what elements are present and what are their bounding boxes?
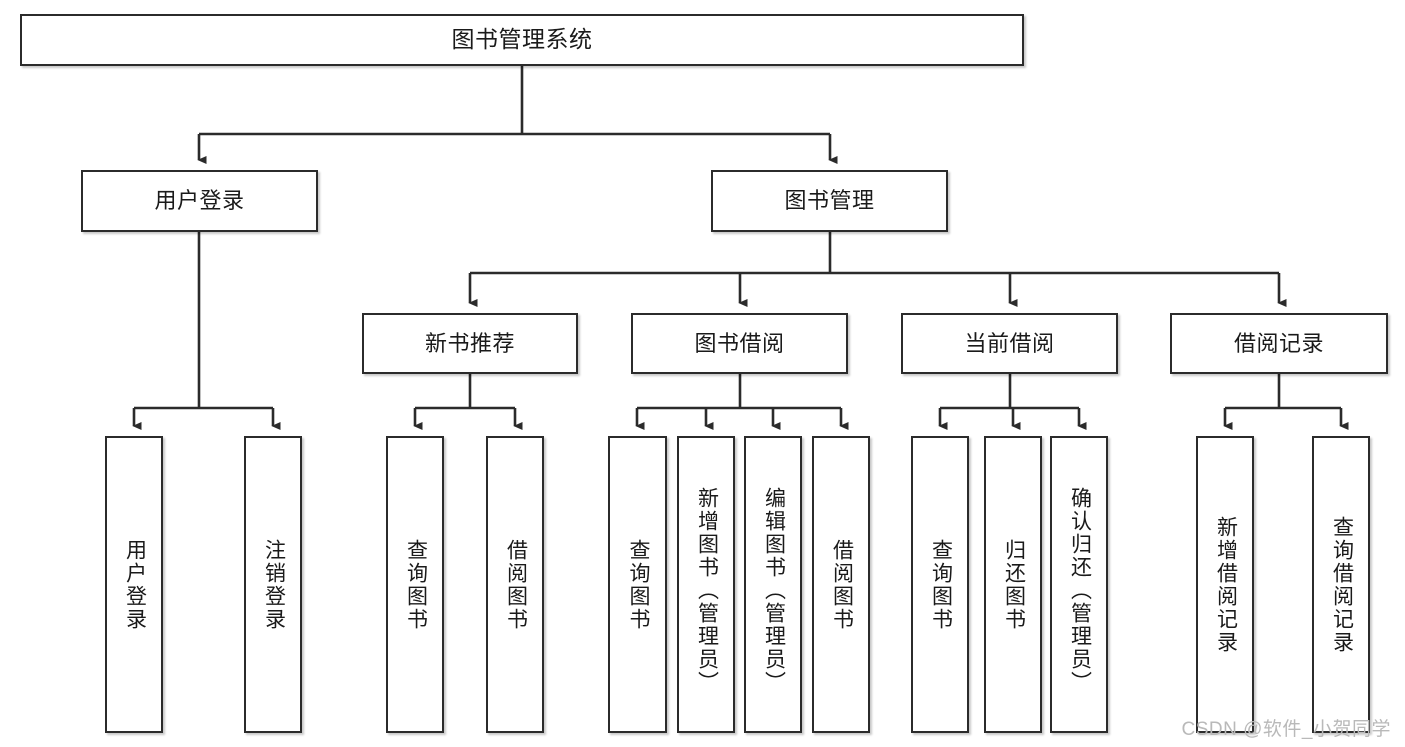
- node-root[interactable]: 图书管理系统: [20, 14, 1024, 66]
- leaf-node-edit-book-label: 编辑图书（管理员）: [762, 487, 786, 694]
- leaf-node-user-login[interactable]: 用户登录: [105, 436, 163, 733]
- edges-bookborrow-to-leaves: [635, 374, 849, 430]
- leaf-node-user-login-label: 用户登录: [123, 538, 147, 631]
- node-borrow-record[interactable]: 借阅记录: [1170, 313, 1388, 374]
- edges-userlogin-to-leaves: [132, 232, 281, 430]
- csdn-watermark: CSDN @软件_小贺同学: [1181, 719, 1391, 740]
- leaf-node-logout[interactable]: 注销登录: [244, 436, 302, 733]
- leaf-node-add-book[interactable]: 新增图书（管理员）: [677, 436, 735, 733]
- node-current-borrow[interactable]: 当前借阅: [901, 313, 1118, 374]
- leaf-node-return-book[interactable]: 归还图书: [984, 436, 1042, 733]
- node-book-borrow-label: 图书借阅: [694, 330, 785, 356]
- leaf-node-add-record[interactable]: 新增借阅记录: [1196, 436, 1254, 733]
- node-root-label: 图书管理系统: [451, 26, 593, 53]
- node-user-login[interactable]: 用户登录: [81, 170, 318, 232]
- leaf-node-query-book-3-label: 查询图书: [929, 538, 953, 631]
- edges-root-to-level2: [197, 66, 838, 164]
- leaf-node-query-book-1-label: 查询图书: [404, 538, 428, 631]
- leaf-node-query-record-label: 查询借阅记录: [1330, 515, 1354, 654]
- node-book-manage-label: 图书管理: [784, 188, 875, 214]
- edges-bookmanage-to-level3: [468, 232, 1287, 307]
- node-user-login-label: 用户登录: [154, 188, 245, 214]
- node-borrow-record-label: 借阅记录: [1233, 330, 1324, 356]
- node-new-book-rec-label: 新书推荐: [424, 330, 515, 356]
- node-current-borrow-label: 当前借阅: [964, 330, 1055, 356]
- leaf-node-query-record[interactable]: 查询借阅记录: [1312, 436, 1370, 733]
- leaf-node-borrow-book-1-label: 借阅图书: [504, 538, 528, 631]
- edges-currentborrow-to-leaves: [938, 374, 1087, 430]
- leaf-node-query-book-1[interactable]: 查询图书: [386, 436, 444, 733]
- node-new-book-rec[interactable]: 新书推荐: [362, 313, 578, 374]
- node-book-borrow[interactable]: 图书借阅: [631, 313, 848, 374]
- leaf-node-add-book-label: 新增图书（管理员）: [695, 487, 719, 694]
- edges-borrowrecord-to-leaves: [1223, 374, 1349, 430]
- edges-newbookrec-to-leaves: [413, 374, 523, 430]
- leaf-node-confirm-return-label: 确认归还（管理员）: [1068, 487, 1092, 694]
- leaf-node-query-book-2[interactable]: 查询图书: [608, 436, 667, 733]
- leaf-node-return-book-label: 归还图书: [1002, 538, 1026, 631]
- leaf-node-borrow-book-2-label: 借阅图书: [830, 538, 854, 631]
- leaf-node-add-record-label: 新增借阅记录: [1214, 515, 1238, 654]
- leaf-node-confirm-return[interactable]: 确认归还（管理员）: [1050, 436, 1108, 733]
- leaf-node-query-book-3[interactable]: 查询图书: [911, 436, 969, 733]
- leaf-node-logout-label: 注销登录: [262, 538, 286, 631]
- leaf-node-edit-book[interactable]: 编辑图书（管理员）: [744, 436, 802, 733]
- node-book-manage[interactable]: 图书管理: [711, 170, 948, 232]
- leaf-node-borrow-book-2[interactable]: 借阅图书: [812, 436, 870, 733]
- leaf-node-borrow-book-1[interactable]: 借阅图书: [486, 436, 544, 733]
- leaf-node-query-book-2-label: 查询图书: [626, 538, 650, 631]
